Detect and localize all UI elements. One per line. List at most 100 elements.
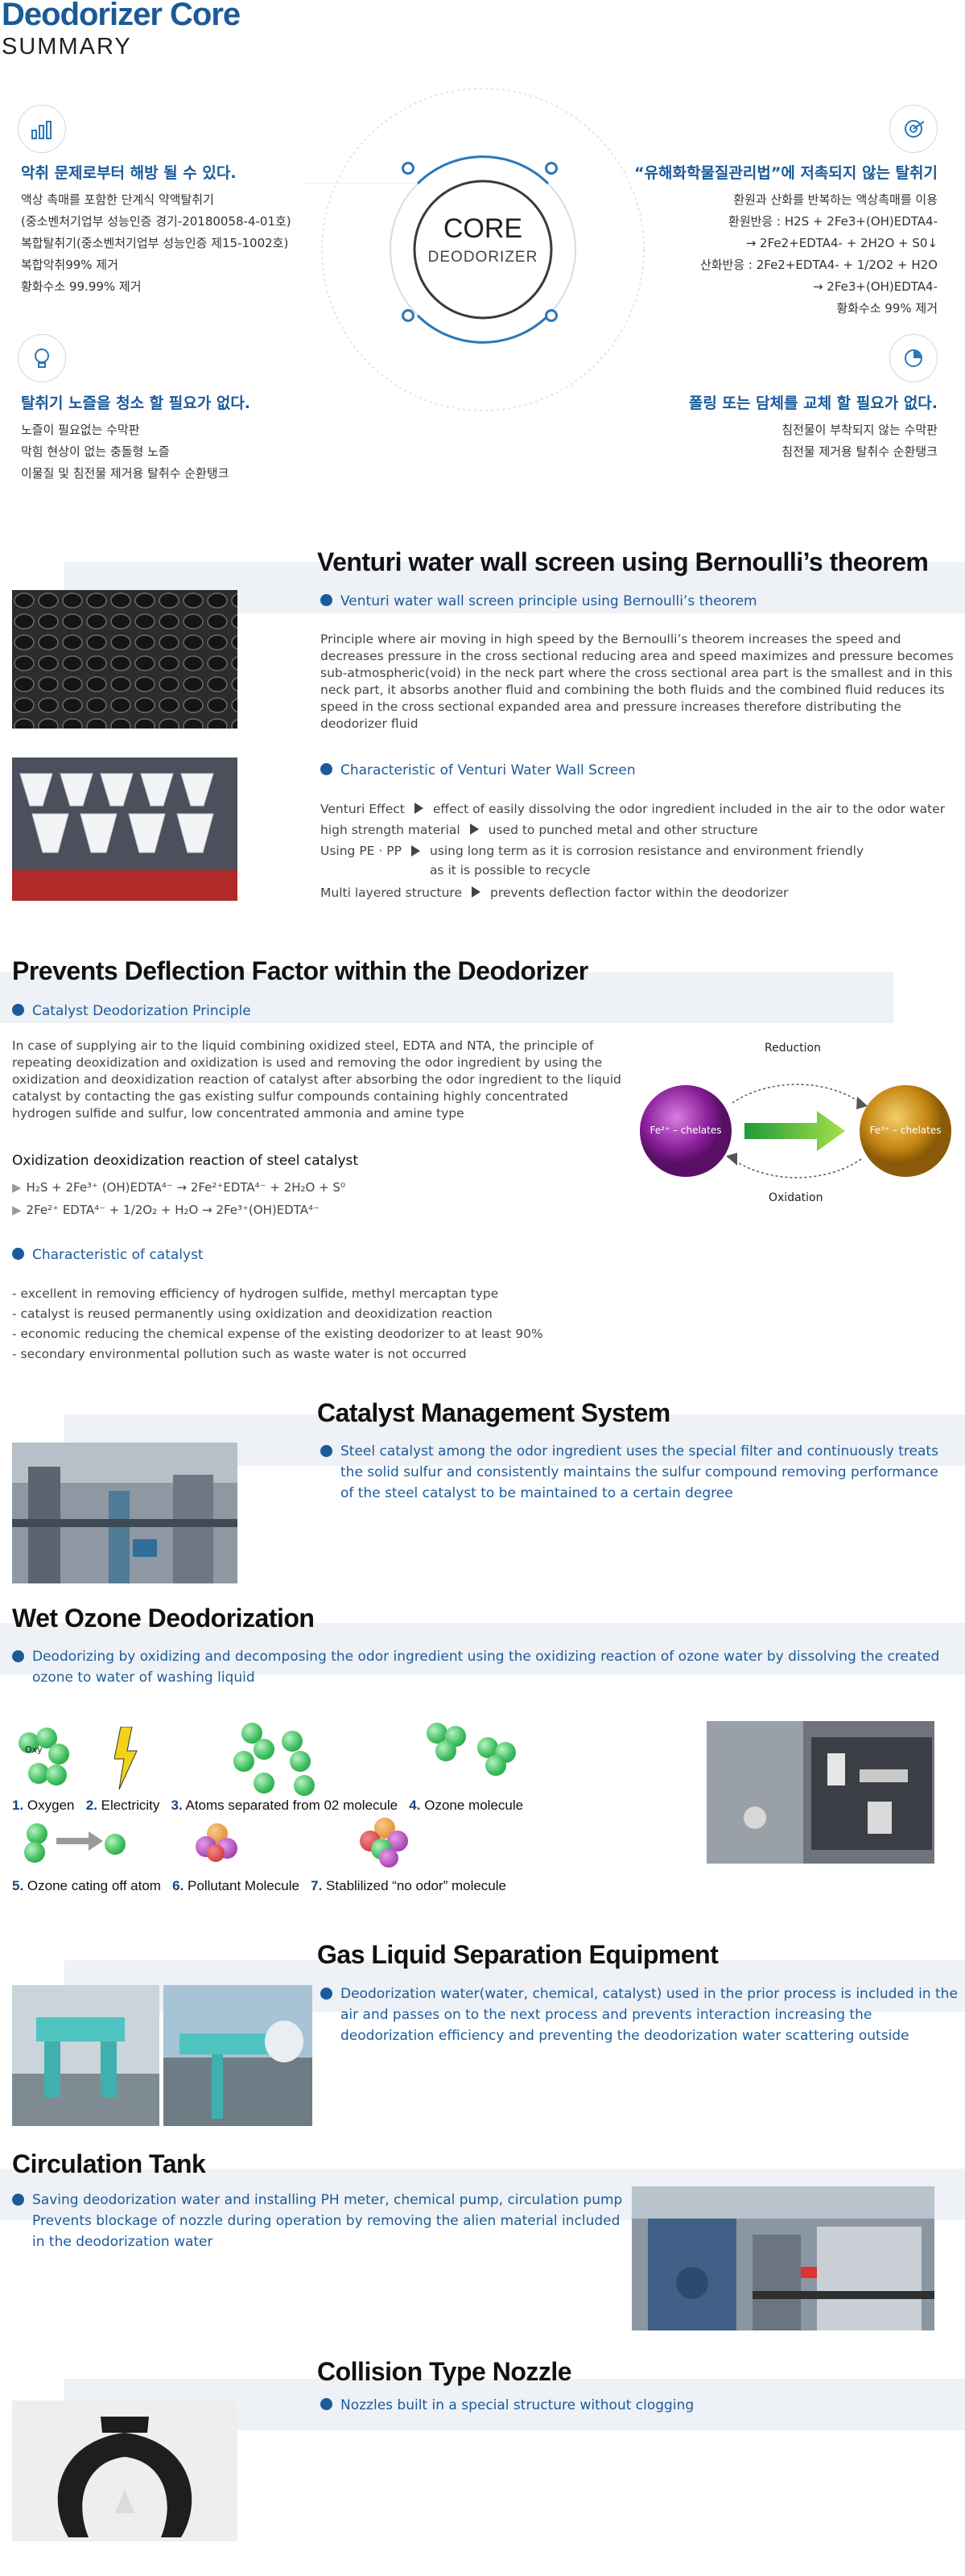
ozone-atom-icon — [477, 1737, 498, 1758]
oxy-label: Oxy — [25, 1744, 43, 1755]
lightning-bolt-icon — [114, 1727, 138, 1790]
list-item: - excellent in removing efficiency of hy… — [12, 1286, 499, 1301]
summary-line: 환원과 산화를 반복하는 액상촉매를 이용 — [733, 192, 938, 207]
oxygen-atom-icon — [46, 1765, 67, 1785]
step-label: Electricity — [101, 1798, 160, 1813]
oxygen-atom-icon — [282, 1731, 303, 1752]
play-arrow-icon: ▶ — [12, 1203, 22, 1217]
arrow-right-icon — [56, 1831, 103, 1851]
bullet-text: Characteristic of Venturi Water Wall Scr… — [340, 762, 636, 778]
venturi-bullet-principle: Venturi water wall screen principle usin… — [320, 591, 757, 612]
reaction-1: ▶H₂S + 2Fe³⁺ (OH)EDTA⁴⁻ → 2Fe²⁺EDTA⁴⁻ + … — [12, 1180, 345, 1195]
pie-chart-icon — [889, 334, 938, 382]
page-subtitle: SUMMARY — [2, 34, 132, 60]
pollutant-molecule-icon — [196, 1823, 241, 1868]
bullet-text: Deodorization water(water, chemical, cat… — [340, 1986, 958, 2044]
ozone-process-illustration: Oxy 1. Oxygen 2. Electricity 3. Atoms se… — [12, 1715, 575, 1900]
summary-title: “유해화학물질관리법”에 저촉되지 않는 탈취기 — [634, 164, 938, 182]
section-title-nozzle: Collision Type Nozzle — [317, 2357, 572, 2386]
catalyst-management-bullet: Steel catalyst among the odor ingredient… — [320, 1441, 948, 1504]
venturi-cones-photo — [12, 758, 237, 901]
section-title-gas-liquid: Gas Liquid Separation Equipment — [317, 1940, 719, 1969]
summary-line: 산화반응 : 2Fe2+EDTA4- + 1/2O2 + H2O — [699, 258, 938, 272]
step-label: Oxygen — [27, 1798, 75, 1813]
section-title-catalyst-management: Catalyst Management System — [317, 1398, 670, 1427]
step-label: Ozone cating off atom — [27, 1878, 161, 1893]
list-item: - catalyst is reused permanently using o… — [12, 1307, 493, 1321]
step-number: 6. — [172, 1878, 184, 1893]
feature-value: used to punched metal and other structur… — [488, 823, 758, 837]
feature-key: high strength material — [320, 823, 460, 837]
feature-key: Using PE · PP — [320, 844, 402, 858]
ozone-atom-icon — [105, 1834, 126, 1855]
feature-key: Venturi Effect — [320, 802, 405, 816]
lightbulb-icon — [18, 334, 66, 382]
catalyst-system-photo — [12, 1443, 237, 1583]
oxygen-atom-icon — [290, 1751, 311, 1772]
reaction-title: Oxidization deoxidization reaction of st… — [12, 1153, 359, 1169]
play-arrow-icon — [414, 803, 423, 814]
bullet-text: Steel catalyst among the odor ingredient… — [340, 1443, 938, 1501]
play-arrow-icon: ▶ — [12, 1180, 22, 1195]
catalyst-characteristics-list: - excellent in removing efficiency of hy… — [12, 1284, 624, 1364]
summary-left-top: 악취 문제로부터 해방 될 수 있다. 액상 촉매를 포함한 단계식 약액탈취기… — [21, 161, 359, 298]
oxygen-atom-icon — [19, 1732, 39, 1753]
reaction-2: ▶ 2Fe²⁺ EDTA⁴⁻ + 1/2O₂ + H₂O → 2Fe³⁺(OH)E… — [12, 1203, 320, 1217]
venturi-paragraph: Principle where air moving in high speed… — [320, 632, 954, 731]
deflection-bullet-principle: Catalyst Deodorization Principle — [12, 1001, 251, 1022]
bullet-text: Saving deodorization water and installin… — [32, 2192, 623, 2250]
core-sublabel: DEODORIZER — [427, 249, 538, 266]
play-arrow-icon — [472, 886, 481, 898]
bullet-text: Nozzles built in a special structure wit… — [340, 2397, 695, 2413]
ozone-atom-icon — [427, 1723, 447, 1744]
step-number: 5. — [12, 1878, 24, 1893]
venturi-feature-row: Venturi Effect effect of easily dissolvin… — [320, 799, 964, 819]
section-band — [0, 972, 893, 1023]
summary-right-top: “유해화학물질관리법”에 저촉되지 않는 탈취기 환원과 산화를 반복하는 액상… — [579, 161, 938, 320]
oxygen-atom-icon — [254, 1739, 274, 1760]
summary-line: (중소벤처기업부 성능인증 경기-20180058-4-01호) — [21, 214, 291, 229]
feature-value: effect of easily dissolving the odor ing… — [432, 802, 946, 816]
reaction-text: 2Fe²⁺ EDTA⁴⁻ + 1/2O₂ + H₂O → 2Fe³⁺(OH)ED… — [26, 1203, 320, 1217]
summary-line: 침전물 제거용 탈취수 순환탱크 — [781, 444, 938, 459]
chart-icon — [18, 105, 66, 153]
gas-liquid-photo-2 — [163, 1985, 312, 2126]
bullet-text: Characteristic of catalyst — [32, 1247, 204, 1263]
ring-node — [402, 162, 414, 175]
nozzle-bullet: Nozzles built in a special structure wit… — [320, 2395, 694, 2416]
ozone-steps-row2: 5. Ozone cating off atom 6. Pollutant Mo… — [12, 1878, 506, 1894]
step-number: 1. — [12, 1798, 24, 1813]
summary-right-bottom: 폴링 또는 담체를 교체 할 필요가 없다. 침전물이 부착되지 않는 수막판 … — [579, 391, 938, 463]
venturi-screen-photo — [12, 590, 237, 729]
ozone-atom-icon — [485, 1755, 506, 1776]
step-label: Ozone molecule — [424, 1798, 524, 1813]
play-arrow-icon — [410, 845, 420, 857]
feature-value: prevents deflection factor within the de… — [490, 886, 789, 900]
ozone-atom-icon — [435, 1740, 456, 1761]
ring-node — [402, 309, 414, 322]
summary-line: 이물질 및 침전물 제거용 탈취수 순환탱크 — [21, 466, 229, 481]
summary-line: 환원반응 : H2S + 2Fe3+(OH)EDTA4- — [728, 214, 938, 229]
ring-node — [545, 162, 558, 175]
redox-cycle-diagram: Reduction Oxidation Fe²⁺ – chelates Fe³⁺… — [636, 1038, 958, 1216]
bullet-text: Deodorizing by oxidizing and decomposing… — [32, 1649, 940, 1686]
oxidation-label: Oxidation — [769, 1191, 823, 1204]
reduction-label: Reduction — [765, 1042, 821, 1055]
oxygen-atom-icon — [48, 1744, 69, 1765]
venturi-bullet-characteristic: Characteristic of Venturi Water Wall Scr… — [320, 760, 636, 781]
fe3-chelates-label: Fe³⁺ – chelates — [869, 1125, 942, 1136]
summary-left-bottom: 탈취기 노즐을 청소 할 필요가 없다. 노즐이 필요없는 수막판 막힘 현상이… — [21, 391, 359, 485]
wet-ozone-bullet: Deodorizing by oxidizing and decomposing… — [12, 1646, 950, 1688]
summary-line: 복합악취99% 제거 — [21, 258, 118, 272]
oxygen-atom-icon — [294, 1775, 315, 1796]
catalyst-characteristic-bullet: Characteristic of catalyst — [12, 1245, 204, 1265]
ozone-equipment-photo — [707, 1721, 934, 1864]
core-label: CORE — [443, 213, 523, 244]
summary-line: → 2Fe3+(OH)EDTA4- — [812, 279, 938, 294]
section-band — [0, 1623, 965, 1674]
summary-line: 노즐이 필요없는 수막판 — [21, 423, 140, 437]
section-title-deflection: Prevents Deflection Factor within the De… — [12, 956, 588, 985]
section-title-wet-ozone: Wet Ozone Deodorization — [12, 1604, 315, 1633]
summary-line: 황화수소 99.99% 제거 — [21, 279, 142, 294]
